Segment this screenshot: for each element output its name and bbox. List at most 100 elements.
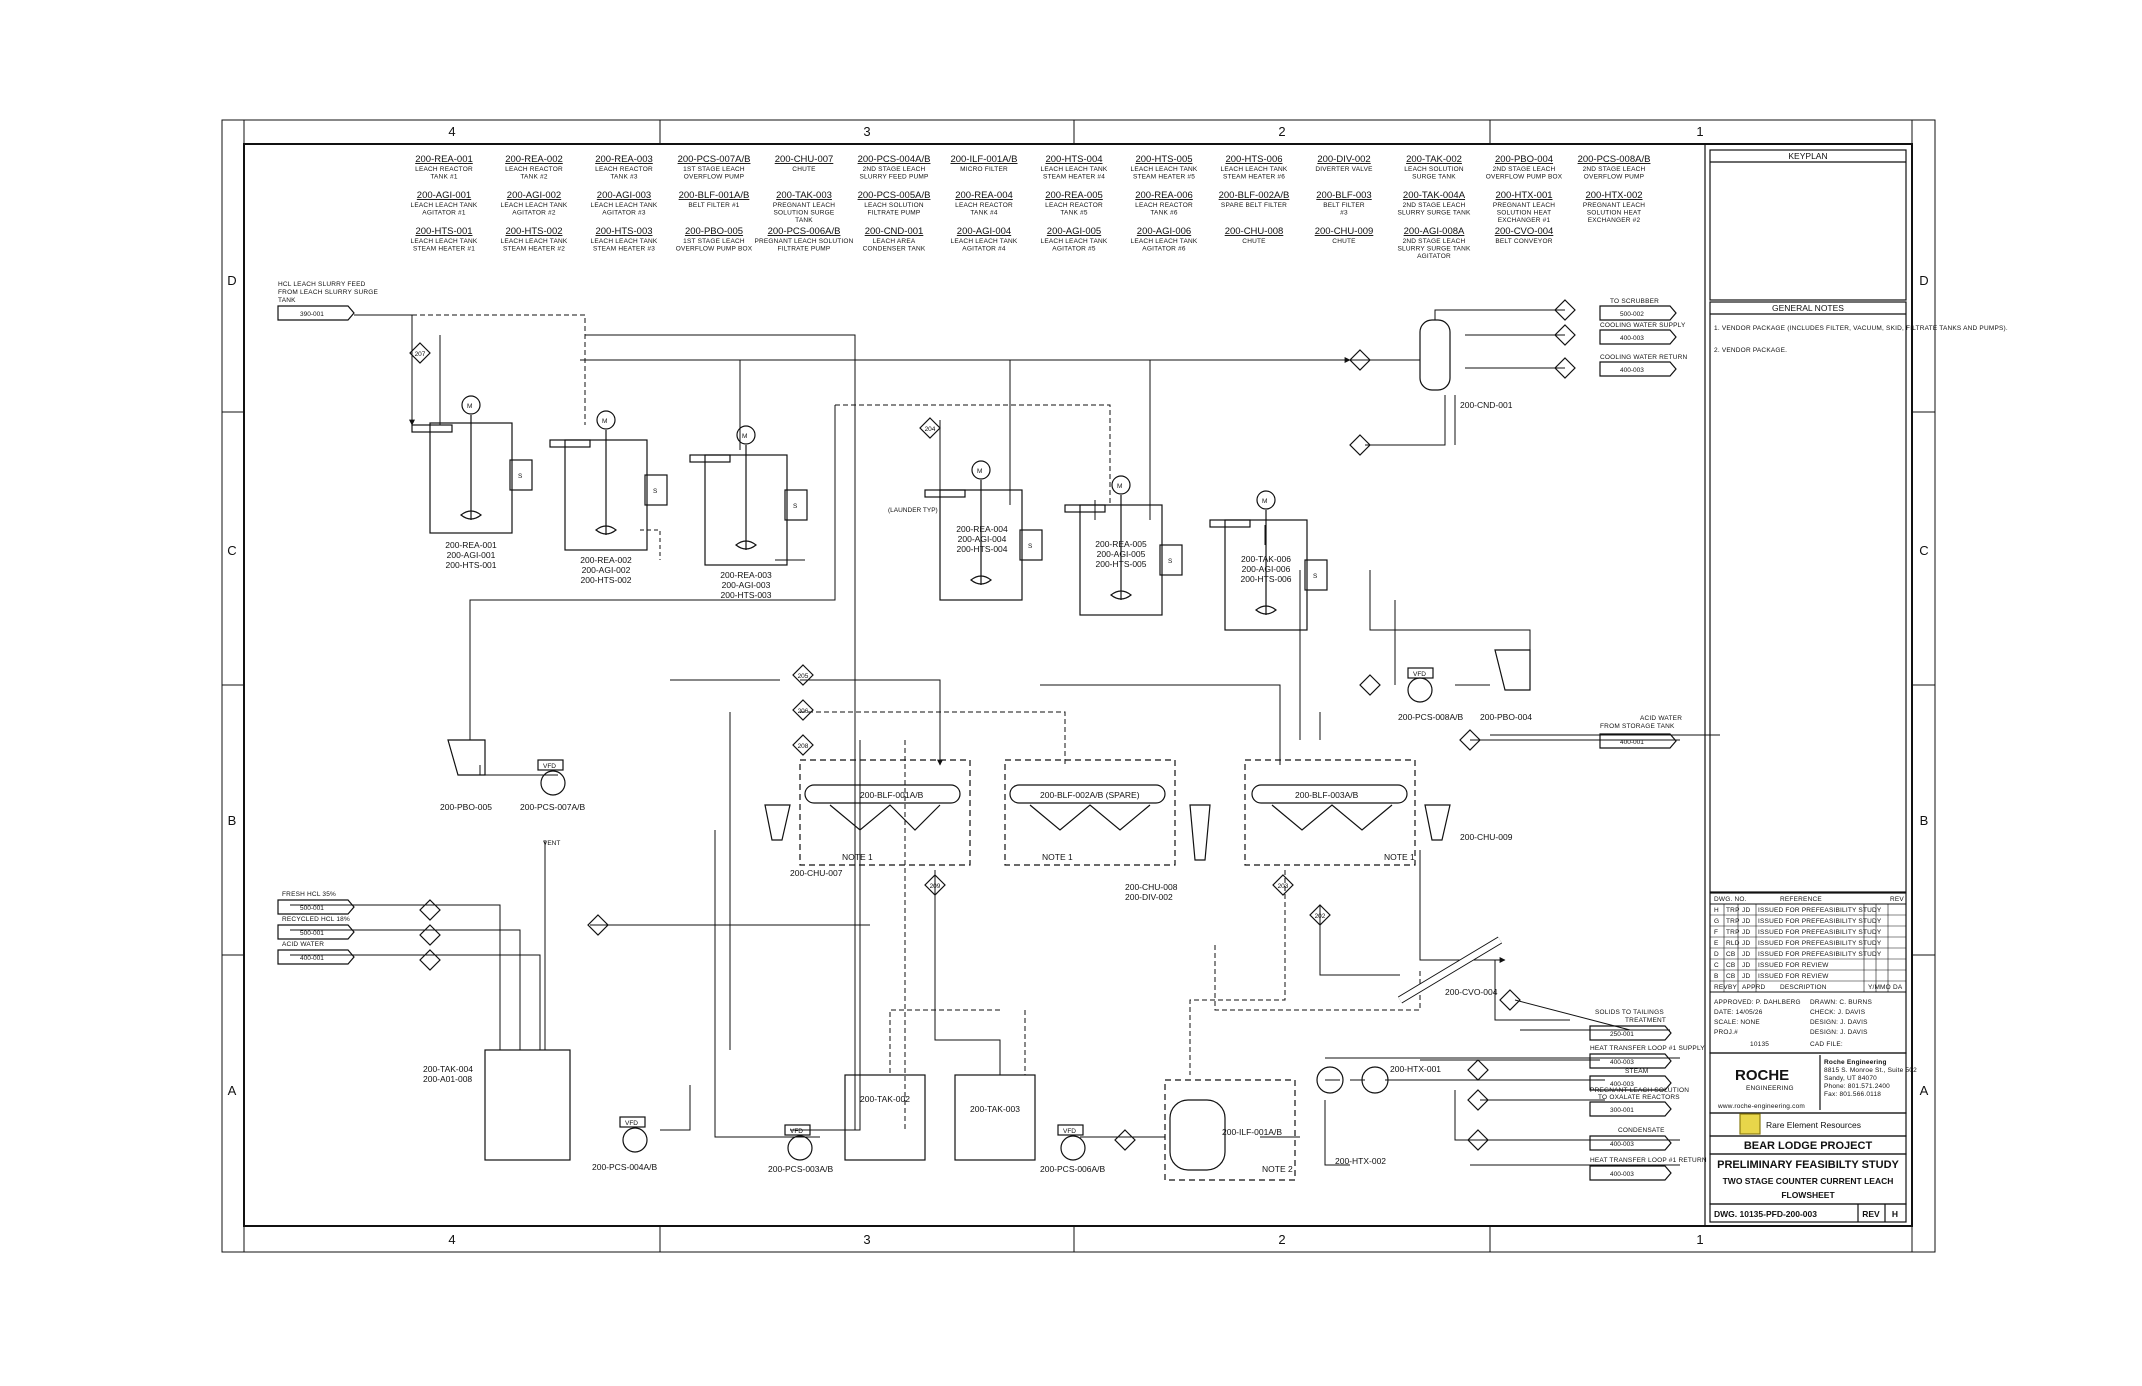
equipment-tag: 200-AGI-008A [1404,226,1465,237]
acid-water-desc: ACID WATER [282,941,324,948]
roche-logo: ROCHE [1735,1067,1789,1084]
equipment-desc: SPARE BELT FILTER [1221,202,1287,209]
inst-208: 208 [798,743,809,750]
agi008-label: 200-A01-008 [423,1074,472,1084]
equipment-desc: FILTRATE PUMP [778,246,831,253]
equipment-desc: STEAM HEATER #3 [593,246,655,253]
equipment-desc: LEACH LEACH TANK [1131,166,1198,173]
equipment-desc: 2ND STAGE LEACH [1403,238,1466,245]
vfd-3: VFD [625,1120,638,1127]
tailings-desc-2: TREATMENT [1625,1017,1666,1024]
rev-cell: C [1714,962,1719,969]
equipment-desc: AGITATOR #1 [422,210,466,217]
equipment-tag: 200-TAK-003 [776,190,832,201]
sheet-name: FLOWSHEET [1781,1190,1835,1200]
equipment-desc: LEACH REACTOR [415,166,473,173]
rev-cell: F [1714,929,1718,936]
tak004-label: 200-TAK-004 [423,1064,473,1074]
fresh-hcl-tag: 500-001 [300,905,324,912]
rev-cell: ISSUED FOR PREFEASIBILITY STUDY [1758,940,1882,947]
equipment-tag: 200-AGI-003 [597,190,651,201]
tank2-label-2: 200-AGI-002 [582,565,631,575]
htl-return-desc: HEAT TRANSFER LOOP #1 RETURN [1590,1157,1707,1164]
acid-storage-tag: 400-001 [1620,739,1644,746]
equipment-desc: 1ST STAGE LEACH [683,238,745,245]
rev-label: REV [1862,1209,1880,1219]
equipment-desc: TANK #6 [1150,210,1177,217]
equipment-desc: LEACH AREA [873,238,916,245]
pls-tag: 300-001 [1610,1107,1634,1114]
equipment-desc: LEACH REACTOR [1135,202,1193,209]
equipment-desc: LEACH LEACH TANK [411,202,478,209]
zone-col-3-bottom: 3 [863,1232,870,1247]
rev-cell: JD [1742,907,1750,914]
equipment-desc: STEAM HEATER #6 [1223,174,1285,181]
rev-header-cell: REFERENCE [1780,896,1822,903]
tank6-label-1: 200-TAK-006 [1241,554,1291,564]
equipment-desc: LEACH SOLUTION [1404,166,1464,173]
cws-tag: 400-003 [1620,335,1644,342]
vfd-2: VFD [1413,671,1426,678]
equipment-tag: 200-CHU-009 [1315,226,1374,237]
rev-cell: CB [1726,951,1735,958]
project-title: BEAR LODGE PROJECT [1744,1140,1873,1152]
zone-row-a-right: A [1920,1083,1929,1098]
zone-col-4-top: 4 [448,124,455,139]
equipment-tag: 200-REA-006 [1135,190,1193,201]
condensate-tag: 400-003 [1610,1141,1634,1148]
feed-desc-2: FROM LEACH SLURRY SURGE [278,289,379,296]
dwg-number: DWG. 10135-PFD-200-003 [1714,1209,1817,1219]
keyplan-and-notes: KEYPLAN GENERAL NOTES 1. VENDOR PACKAGE … [1714,151,2008,354]
equipment-desc: OVERFLOW PUMP BOX [676,246,753,253]
equipment-desc: LEACH LEACH TANK [1221,166,1288,173]
tb-designed: DESIGN: J. DAVIS [1810,1029,1868,1036]
tb-proj-no: 10135 [1750,1041,1769,1048]
equipment-desc: OVERFLOW PUMP BOX [1486,174,1563,181]
rev-cell: RLD [1726,940,1740,947]
ilf001-label: 200-ILF-001A/B [1222,1127,1282,1137]
steam-desc: STEAM [1625,1068,1648,1075]
feed-desc-1: HCL LEACH SLURRY FEED [278,281,366,288]
equipment-desc: STEAM HEATER #1 [413,246,475,253]
equipment-symbols [277,299,1677,1181]
equipment-tag: 200-HTX-002 [1585,190,1642,201]
inst-203: 203 [1278,883,1289,890]
zone-col-1-bottom: 1 [1696,1232,1703,1247]
equipment-desc: TANK [795,217,813,224]
launder-label: (LAUNDER TYP) [888,507,938,514]
zone-row-c-left: C [227,543,236,558]
equipment-desc: PREGNANT LEACH [773,202,835,209]
zone-row-a-left: A [228,1083,237,1098]
tank5-label-1: 200-REA-005 [1095,539,1147,549]
rev-value: H [1892,1209,1898,1219]
equipment-desc: CHUTE [1242,238,1266,245]
zone-row-d-right: D [1919,273,1928,288]
equipment-desc: EXCHANGER #1 [1498,217,1551,224]
equipment-desc: CONDENSER TANK [863,246,926,253]
tank5-label-2: 200-AGI-005 [1097,549,1146,559]
equipment-desc: TANK #1 [430,174,457,181]
equipment-desc: SOLUTION HEAT [1497,210,1552,217]
acid-storage-desc-2: FROM STORAGE TANK [1600,723,1675,730]
equipment-desc: DIVERTER VALVE [1315,166,1373,173]
heater-6: S [1313,573,1318,580]
htx002-label: 200-HTX-002 [1335,1156,1386,1166]
equipment-tag: 200-REA-001 [415,154,473,165]
equipment-desc: PREGNANT LEACH [1583,202,1645,209]
inst-202: 202 [1315,913,1326,920]
pcs007-label: 200-PCS-007A/B [520,802,586,812]
tb-check: CHECK: J. DAVIS [1810,1009,1866,1016]
client-name: Rare Element Resources [1766,1120,1861,1130]
equipment-desc: PREGNANT LEACH [1493,202,1555,209]
chu008-label: 200-CHU-008 [1125,882,1178,892]
equipment-tag: 200-BLF-003 [1316,190,1371,201]
equipment-desc: OVERFLOW PUMP [1584,174,1644,181]
pcs006-label: 200-PCS-006A/B [1040,1164,1106,1174]
equipment-desc: 2ND STAGE LEACH [1583,166,1646,173]
equipment-desc: SOLUTION HEAT [1587,210,1642,217]
rev-cell: TRP [1726,918,1740,925]
equipment-desc: SOLUTION SURGE [774,210,835,217]
equipment-tag: 200-DIV-002 [1317,154,1370,165]
acid-storage-desc-1: ACID WATER [1640,715,1682,722]
rev-cell: E [1714,940,1719,947]
